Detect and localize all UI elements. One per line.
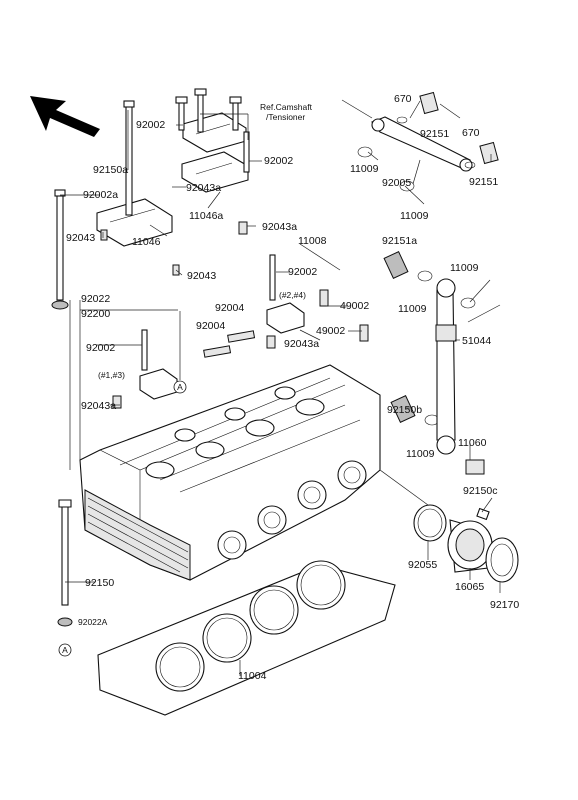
part-number-label: 11009 — [350, 163, 379, 175]
part-number-label: 92022A — [78, 617, 108, 627]
part-number-label: 49002 — [340, 300, 369, 312]
part-number-label: 92151 — [469, 176, 498, 188]
ref-camshaft-label: Ref.Camshaft — [260, 102, 313, 112]
leader-lines — [60, 99, 501, 676]
ref-tensioner-label: /Tensioner — [266, 112, 305, 122]
part-number-label: 92043a — [262, 221, 297, 233]
svg-text:A: A — [62, 645, 68, 655]
part-number-label: 92043 — [187, 270, 216, 282]
part-number-label: 11008 — [298, 235, 327, 247]
part-number-label: 92005 — [382, 177, 411, 189]
intake-holder — [413, 504, 519, 583]
part-number-label: 92002 — [288, 266, 317, 278]
part-number-label: 11046 — [132, 236, 161, 248]
part-labels: Ref.Camshaft /Tensioner 92002 92002 9215… — [66, 93, 519, 682]
part-number-label: 670 — [394, 93, 412, 105]
part-number-label: 92150c — [463, 485, 497, 497]
arrow-up-left-icon — [30, 96, 100, 137]
part-number-label: 11009 — [400, 210, 429, 222]
part-number-label: 92043a — [81, 400, 116, 412]
part-number-label: 92043a — [284, 338, 319, 350]
bolt-92150 — [61, 504, 69, 606]
camshaft-cap-holders — [51, 88, 305, 409]
part-number-label: 92043a — [186, 182, 221, 194]
part-number-label: 49002 — [316, 325, 345, 337]
part-number-label: 11009 — [450, 262, 479, 274]
head-gasket — [97, 560, 396, 716]
part-number-label: 11046a — [189, 210, 223, 222]
cylinder-24-label: (#2,#4) — [279, 290, 306, 300]
part-number-label: 92043 — [66, 232, 95, 244]
part-number-label: 11009 — [398, 303, 427, 315]
part-number-label: 92151a — [382, 235, 417, 247]
part-number-label: 92002 — [86, 342, 115, 354]
part-number-label: 92004 — [196, 320, 225, 332]
reference-marker-a: A — [173, 380, 187, 394]
part-number-label: 16065 — [455, 581, 484, 593]
part-number-label: 92002 — [264, 155, 293, 167]
part-number-label: 11009 — [406, 448, 435, 460]
cylinder-13-label: (#1,#3) — [98, 370, 125, 380]
part-number-label: 92002 — [136, 119, 165, 131]
part-number-label: 51044 — [462, 335, 491, 347]
bolt-92150-head — [58, 499, 72, 508]
part-number-label: 92150 — [85, 577, 114, 589]
part-number-label: 11004 — [238, 670, 267, 682]
part-number-label: 92150b — [387, 404, 422, 416]
part-number-label: 92170 — [490, 599, 519, 611]
part-number-label: 92151 — [420, 128, 449, 140]
part-number-label: 92004 — [215, 302, 244, 314]
oil-pipe-assembly — [319, 91, 499, 475]
part-number-label: 92002a — [83, 189, 118, 201]
svg-text:A: A — [177, 382, 183, 392]
part-number-label: 92055 — [408, 559, 437, 571]
part-number-label: 11060 — [458, 437, 487, 449]
part-number-label: 92022 — [81, 293, 110, 305]
part-number-label: 670 — [462, 127, 480, 139]
part-number-label: 92200 — [81, 308, 110, 320]
cylinder-head — [79, 364, 381, 581]
washer-92022A — [57, 617, 73, 627]
part-number-label: 92150a — [93, 164, 128, 176]
reference-marker-a: A — [58, 643, 72, 657]
